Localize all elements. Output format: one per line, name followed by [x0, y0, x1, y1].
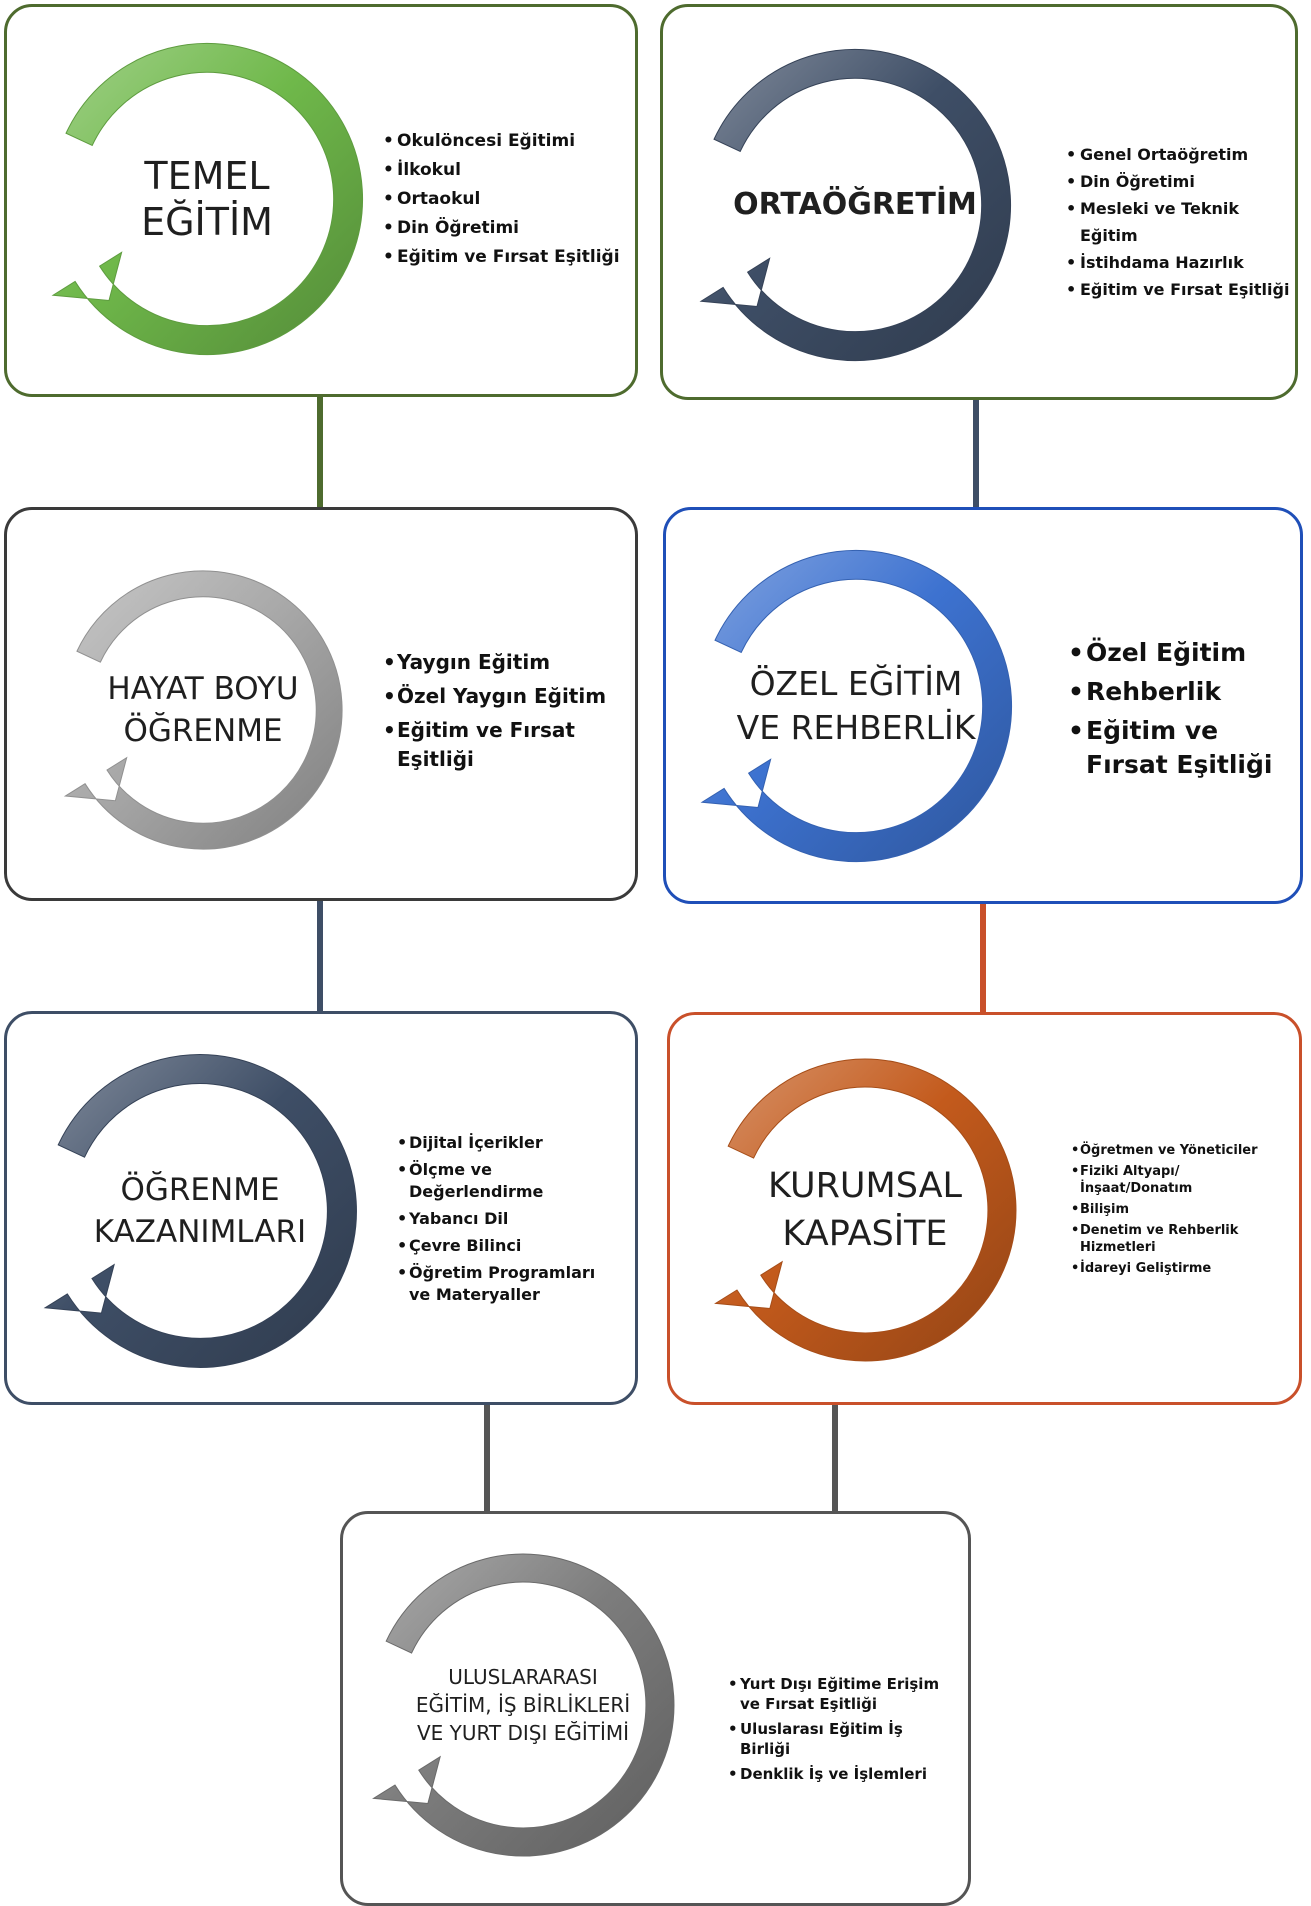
list-item: Eğitim ve Fırsat Eşitliği: [1066, 276, 1295, 303]
connector-kurumsal-uluslararasi: [832, 1405, 838, 1511]
connector-ogrenme-uluslararasi: [484, 1405, 490, 1511]
cycle-arrow-shape: [43, 1054, 357, 1368]
cycle-graphic: ÖZEL EĞİTİM VE REHBERLİK: [686, 536, 1026, 876]
cycle-arrow-shape: [51, 42, 364, 356]
cycle-graphic: ÖĞRENME KAZANIMLARI: [29, 1040, 371, 1382]
cycle-arrow-shape: [63, 570, 343, 850]
item-list: Yurt Dışı Eğitime Erişim ve Fırsat Eşitl…: [728, 1674, 953, 1784]
list-item: Denetim ve Rehberlik Hizmetleri: [1071, 1222, 1271, 1256]
connector-ortaogretim-ozel: [973, 400, 979, 508]
cycle-arrow-shape: [714, 1058, 1017, 1362]
cycle-arrow-icon: [700, 549, 1013, 863]
cycle-arrow-shape: [699, 48, 1012, 362]
card-title: KURUMSAL KAPASİTE: [767, 1166, 963, 1254]
card-title: HAYAT BOYU ÖĞRENME: [107, 671, 299, 749]
list-item: Fiziki Altyapı/ İnşaat/Donatım: [1071, 1163, 1271, 1197]
card-title: ORTAÖĞRETİM: [733, 187, 977, 222]
cycle-arrow-icon: [372, 1553, 675, 1857]
card-ozel-egitim-rehberlik: ÖZEL EĞİTİM VE REHBERLİK Özel Eğitim Reh…: [663, 507, 1303, 904]
list-item: Mesleki ve Teknik Eğitim: [1066, 195, 1295, 249]
connector-hayat-ogrenme: [317, 901, 323, 1011]
card-ogrenme-kazanimlari: ÖĞRENME KAZANIMLARI Dijital İçerikler Öl…: [4, 1011, 638, 1405]
card-title: ÖĞRENME KAZANIMLARI: [93, 1172, 307, 1250]
item-list: Öğretmen ve Yöneticiler Fiziki Altyapı/ …: [1071, 1142, 1271, 1277]
list-item: Eğitim ve Fırsat Eşitliği: [383, 716, 608, 774]
card-uluslararasi-egitim: ULUSLARARASI EĞİTİM, İŞ BİRLİKLERİ VE YU…: [340, 1511, 971, 1906]
cycle-graphic: HAYAT BOYU ÖĞRENME: [51, 558, 355, 862]
list-item: Dijital İçerikler: [397, 1132, 622, 1154]
list-item: Çevre Bilinci: [397, 1235, 622, 1257]
list-item: Rehberlik: [1068, 675, 1293, 709]
item-list: Yaygın Eğitim Özel Yaygın Eğitim Eğitim …: [383, 648, 608, 774]
item-list: Özel Eğitim Rehberlik Eğitim ve Fırsat E…: [1068, 636, 1293, 782]
card-title: ULUSLARARASI EĞİTİM, İŞ BİRLİKLERİ VE YU…: [415, 1665, 631, 1745]
item-list: Okulöncesi Eğitimi İlkokul Ortaokul Din …: [383, 127, 620, 272]
list-item: Yurt Dışı Eğitime Erişim ve Fırsat Eşitl…: [728, 1674, 953, 1714]
list-item: Ortaokul: [383, 185, 620, 214]
item-list: Dijital İçerikler Ölçme ve Değerlendirme…: [397, 1132, 622, 1306]
list-item: Din Öğretimi: [383, 214, 620, 243]
list-item: Genel Ortaöğretim: [1066, 141, 1295, 168]
cycle-arrow-shape: [372, 1553, 675, 1857]
list-item: Yaygın Eğitim: [383, 648, 608, 677]
list-item: Yabancı Dil: [397, 1208, 622, 1230]
connector-temel-hayat: [317, 397, 323, 507]
cycle-graphic: TEMEL EĞİTİM: [37, 29, 377, 369]
card-hayat-boyu-ogrenme: HAYAT BOYU ÖĞRENME Yaygın Eğitim Özel Ya…: [4, 507, 638, 901]
card-kurumsal-kapasite: KURUMSAL KAPASİTE Öğretmen ve Yöneticile…: [667, 1012, 1302, 1405]
card-title: ÖZEL EĞİTİM VE REHBERLİK: [736, 664, 976, 747]
cycle-arrow-shape: [700, 549, 1013, 863]
list-item: Öğretim Programları ve Materyaller: [397, 1262, 622, 1306]
list-item: İlkokul: [383, 156, 620, 185]
list-item: Bilişim: [1071, 1201, 1271, 1218]
card-title: TEMEL EĞİTİM: [141, 154, 273, 244]
list-item: İdareyi Geliştirme: [1071, 1260, 1271, 1277]
list-item: Ölçme ve Değerlendirme: [397, 1159, 622, 1203]
item-list: Genel Ortaöğretim Din Öğretimi Mesleki v…: [1066, 141, 1295, 303]
list-item: Okulöncesi Eğitimi: [383, 127, 620, 156]
list-item: Uluslarası Eğitim İş Birliği: [728, 1719, 953, 1759]
list-item: Öğretmen ve Yöneticiler: [1071, 1142, 1271, 1159]
list-item: Eğitim ve Fırsat Eşitliği: [383, 243, 620, 272]
cycle-arrow-icon: [43, 1054, 357, 1368]
cycle-graphic: KURUMSAL KAPASİTE: [700, 1045, 1030, 1375]
card-ortaogretim: ORTAÖĞRETİM Genel Ortaöğretim Din Öğreti…: [660, 4, 1298, 400]
list-item: İstihdama Hazırlık: [1066, 249, 1295, 276]
connector-ozel-kurumsal: [980, 904, 986, 1012]
cycle-arrow-icon: [714, 1058, 1017, 1362]
cycle-graphic: ORTAÖĞRETİM: [685, 35, 1025, 375]
list-item: Denklik İş ve İşlemleri: [728, 1764, 953, 1784]
card-temel-egitim: TEMEL EĞİTİM Okulöncesi Eğitimi İlkokul …: [4, 4, 638, 397]
cycle-arrow-icon: [699, 48, 1012, 362]
list-item: Özel Eğitim: [1068, 636, 1293, 670]
list-item: Eğitim ve Fırsat Eşitliği: [1068, 714, 1293, 782]
cycle-arrow-icon: [51, 42, 364, 356]
list-item: Özel Yaygın Eğitim: [383, 682, 608, 711]
list-item: Din Öğretimi: [1066, 168, 1295, 195]
cycle-graphic: ULUSLARARASI EĞİTİM, İŞ BİRLİKLERİ VE YU…: [358, 1540, 688, 1870]
cycle-arrow-icon: [63, 570, 343, 850]
